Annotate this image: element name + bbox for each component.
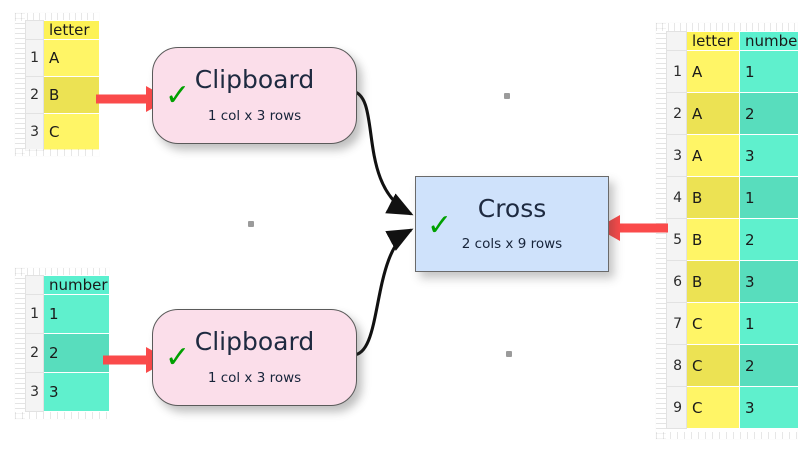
table-row[interactable]: 3 3 (25, 372, 110, 412)
table-corner (666, 31, 687, 51)
sheet-ruler (656, 23, 797, 31)
node-subtitle: 1 col x 3 rows (207, 107, 302, 124)
column-header-number[interactable]: number (43, 275, 110, 295)
node-clipboard-top[interactable]: ✓ Clipboard 1 col x 3 rows (152, 47, 357, 144)
connector-bottom (351, 228, 414, 357)
sheet-ruler (15, 149, 99, 156)
sheet-ruler (15, 412, 109, 419)
sheet-ruler (15, 268, 109, 276)
sheet-ruler (15, 13, 99, 21)
node-subtitle: 1 col x 3 rows (207, 369, 302, 386)
table-corner (25, 275, 44, 295)
cell-letter[interactable]: C (686, 302, 740, 345)
grid-dot (248, 221, 254, 227)
cell-number[interactable]: 3 (739, 260, 798, 303)
cell-letter[interactable]: C (43, 113, 100, 151)
sheet-ruler (656, 23, 666, 439)
cell-letter[interactable]: C (686, 386, 740, 429)
row-number[interactable]: 7 (666, 302, 687, 345)
row-number[interactable]: 3 (25, 113, 44, 151)
row-number[interactable]: 2 (25, 76, 44, 114)
row-number[interactable]: 1 (25, 294, 44, 334)
row-number[interactable]: 6 (666, 260, 687, 303)
column-header-letter[interactable]: letter (686, 31, 740, 51)
cell-letter[interactable]: B (686, 176, 740, 219)
row-number[interactable]: 2 (666, 92, 687, 135)
row-number[interactable]: 8 (666, 344, 687, 387)
cell-number[interactable]: 2 (739, 92, 798, 135)
cell-letter[interactable]: C (686, 344, 740, 387)
check-icon: ✓ (427, 207, 453, 243)
cell-number[interactable]: 1 (43, 294, 110, 334)
row-number[interactable]: 1 (25, 39, 44, 77)
row-number[interactable]: 3 (25, 372, 44, 412)
row-number[interactable]: 2 (25, 333, 44, 373)
cell-number[interactable]: 1 (739, 302, 798, 345)
cell-letter[interactable]: B (686, 260, 740, 303)
cell-number[interactable]: 1 (739, 50, 798, 93)
node-cross[interactable]: ✓ Cross 2 cols x 9 rows (415, 176, 609, 272)
letter-input-table[interactable]: letter 1 A 2 B 3 C (14, 12, 100, 157)
row-number[interactable]: 1 (666, 50, 687, 93)
cell-letter[interactable]: B (43, 76, 100, 114)
sheet-ruler (15, 13, 25, 156)
cell-number[interactable]: 2 (43, 333, 110, 373)
node-subtitle: 2 cols x 9 rows (461, 236, 563, 253)
column-header-number[interactable]: number (739, 31, 798, 51)
row-number[interactable]: 9 (666, 386, 687, 429)
cell-letter[interactable]: B (686, 218, 740, 261)
node-title: Clipboard (194, 65, 315, 95)
row-number[interactable]: 5 (666, 218, 687, 261)
grid-dot (504, 93, 510, 99)
table-row[interactable]: 1 1 (25, 294, 110, 334)
number-input-table[interactable]: number 1 1 2 2 3 3 (14, 267, 110, 420)
sheet-ruler (656, 432, 797, 439)
cell-letter[interactable]: A (686, 50, 740, 93)
cell-number[interactable]: 3 (739, 134, 798, 177)
cell-number[interactable]: 3 (739, 386, 798, 429)
table-row[interactable]: 1 A (25, 39, 100, 77)
cell-number[interactable]: 3 (43, 372, 110, 412)
cell-number[interactable]: 1 (739, 176, 798, 219)
grid-dot (506, 351, 512, 357)
check-icon: ✓ (165, 339, 191, 375)
table-row[interactable]: 2 2 (25, 333, 110, 373)
node-title: Cross (477, 193, 547, 223)
cell-letter[interactable]: A (686, 92, 740, 135)
cell-number[interactable]: 2 (739, 218, 798, 261)
connector-top (351, 89, 414, 216)
cell-letter[interactable]: A (43, 39, 100, 77)
row-number[interactable]: 4 (666, 176, 687, 219)
table-row[interactable]: 2 B (25, 76, 100, 114)
cell-letter[interactable]: A (686, 134, 740, 177)
sheet-ruler (15, 268, 25, 419)
table-row[interactable]: 3 C (25, 113, 100, 151)
node-title: Clipboard (194, 327, 315, 357)
column-header-letter[interactable]: letter (43, 20, 100, 40)
row-number[interactable]: 3 (666, 134, 687, 177)
table-corner (25, 20, 44, 40)
check-icon: ✓ (165, 77, 191, 113)
node-clipboard-bottom[interactable]: ✓ Clipboard 1 col x 3 rows (152, 309, 357, 406)
cell-number[interactable]: 2 (739, 344, 798, 387)
